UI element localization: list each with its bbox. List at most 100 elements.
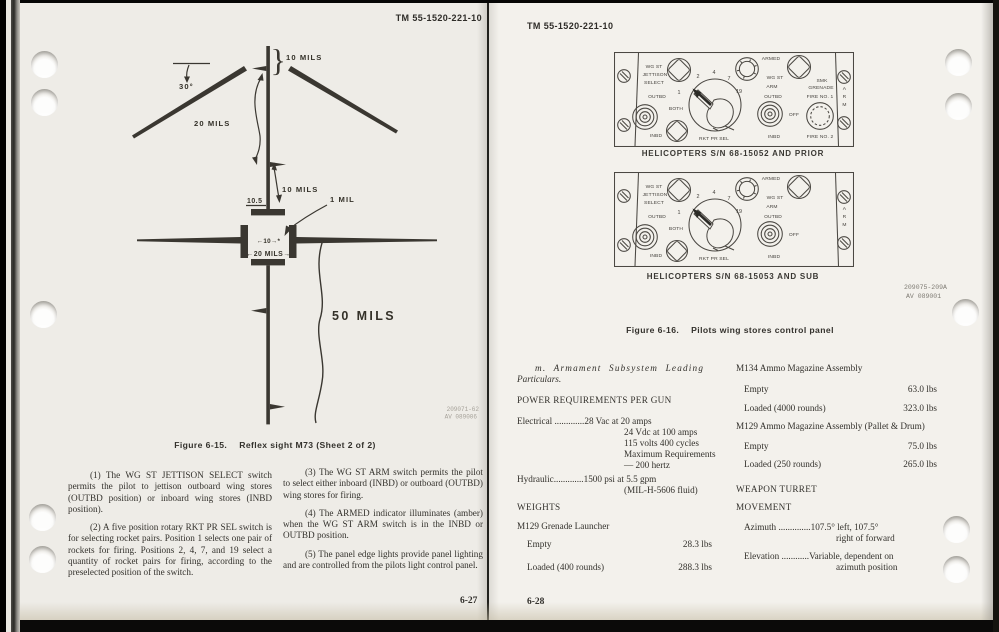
label-rkt-pr-sel: RKT PR SEL [699, 136, 729, 142]
weights-title: WEIGHTS [517, 502, 561, 512]
page-gutter-line [487, 3, 489, 620]
weapon-turret-title: WEAPON TURRET [736, 484, 818, 494]
punch-hole [945, 93, 972, 120]
label-gap-20-mils: ←20 MILS→ [246, 251, 290, 258]
label-30-deg: 30° [179, 82, 194, 91]
label-1-mil: 1 MIL [330, 195, 355, 204]
panel-screw-icon [837, 190, 851, 204]
pointing-hand-icon [692, 88, 735, 131]
azimuth-line-2: right of forward [836, 533, 895, 543]
panel-outline [614, 172, 854, 267]
both-knob-icon [665, 119, 689, 143]
punch-hole [29, 546, 56, 573]
dial-number-2: 2 [697, 194, 700, 200]
label-armed: ARMED [762, 56, 781, 62]
hydraulic-row: Hydraulic.............1500 psi at 5.5 gp… [517, 474, 657, 484]
paragraph-3: (3) The WG ST ARM switch permits the pil… [283, 467, 483, 500]
figure-caption-text: Pilots wing stores control panel [691, 325, 834, 335]
page-number-left: 6-27 [460, 596, 478, 606]
label-armed: ARMED [762, 176, 781, 182]
label-both: BOTH [669, 226, 684, 232]
dial-number-19: 19 [736, 209, 742, 215]
reticle-lower-tick-left [251, 308, 267, 314]
fire-button-icon [806, 102, 834, 130]
label-20-mils: 20 MILS [194, 119, 230, 128]
wing-stores-panel-early: WG ST JETTISON SELECT OUTBD INBD BOTH 1 … [614, 52, 854, 147]
figure-6-15-caption: Figure 6-15.Reflex sight M73 (Sheet 2 of… [80, 440, 470, 450]
row-value: 28.3 lbs [682, 539, 712, 549]
label-fire-no-1: FIRE NO. 1 [807, 94, 834, 100]
power-requirements-title: POWER REQUIREMENTS PER GUN [517, 395, 672, 405]
label-arm-a: A [843, 86, 847, 92]
scan-border-bottom [0, 620, 999, 632]
row-label: Empty [744, 384, 769, 394]
panel1-caption: HELICOPTERS S/N 68-15052 AND PRIOR [641, 149, 825, 158]
electrical-line-4: Maximum Requirements [624, 449, 716, 459]
elevation-line-2: azimuth position [836, 562, 898, 572]
label-10-mils-mid: 10 MILS [282, 185, 318, 194]
label-outbd-right: OUTBD [764, 94, 782, 100]
paragraph-4: (4) The ARMED indicator illuminates (amb… [283, 507, 483, 541]
label-select: SELECT [644, 200, 664, 206]
panel-screw-icon [837, 116, 851, 130]
bottom-scan-shading [20, 602, 993, 620]
m134-heading: M134 Ammo Magazine Assembly [736, 363, 863, 373]
row-value: 323.0 lbs [903, 403, 937, 413]
punch-hole [945, 49, 972, 76]
label-wg-st-arm-1: WG ST [767, 195, 784, 201]
row-label: Loaded (400 rounds) [527, 562, 605, 572]
label-wg-st-arm-2: ARM [766, 84, 777, 90]
tm-header-left: TM 55-1520-221-10 [395, 13, 482, 23]
jettison-select-knob-icon [666, 57, 692, 83]
label-arm-m: M [842, 102, 846, 108]
mils10-mid-arrowhead-bottom [276, 194, 282, 203]
pointing-hand-icon [692, 208, 735, 251]
reticle-left-post [240, 225, 248, 258]
punch-hole [29, 504, 56, 531]
mils10-mid-curve [273, 167, 280, 199]
label-smk: SMK [816, 78, 828, 84]
jettison-toggle-icon [632, 224, 658, 250]
dial-number-4: 4 [713, 190, 716, 196]
body-column-2: (3) The WG ST ARM switch permits the pil… [283, 467, 483, 578]
label-50-mils: 50 MILS [332, 309, 396, 323]
punch-hole [952, 299, 979, 326]
panel-left-flange-line [634, 172, 640, 267]
page-left: TM 55-1520-221-10 } 10 MILS 30° 20 MILS [20, 3, 487, 620]
movement-title: MOVEMENT [736, 502, 792, 512]
mils10-mid-arrowhead-top [271, 162, 277, 171]
figure-drawing-number: 209075-209A [904, 284, 947, 291]
paragraph-1: (1) The WG ST JETTISON SELECT switch per… [68, 470, 272, 514]
figure-drawing-number: 209071-62 [447, 406, 480, 413]
azimuth-row: Azimuth ..............107.5° left, 107.5… [744, 522, 879, 532]
dial-number-19: 19 [736, 89, 742, 95]
row-label: Empty [527, 539, 552, 549]
punch-hole [31, 89, 58, 116]
figure-caption-label: Figure 6-16. [626, 325, 680, 335]
panel-outline [614, 52, 854, 147]
label-arm-m: M [842, 222, 846, 228]
label-both: BOTH [669, 106, 684, 112]
label-arm-r: R [843, 94, 847, 100]
label-inbd-left: INBD [650, 133, 663, 139]
hydraulic-line-2: (MIL-H-5606 fluid) [624, 485, 698, 495]
label-wg-st-arm-2: ARM [766, 204, 777, 210]
wg-st-arm-toggle-icon [757, 221, 783, 247]
panel-screw-icon [837, 236, 851, 250]
scan-border-right [993, 0, 999, 632]
m129-launcher-heading: M129 Grenade Launcher [517, 521, 610, 531]
weight-row: Empty 75.0 lbs [736, 441, 937, 452]
row-value: 75.0 lbs [907, 441, 937, 451]
reticle-right-horizontal-line [296, 237, 437, 244]
both-knob-icon [665, 239, 689, 263]
mils20-arrowhead-bottom [252, 156, 258, 165]
label-10-5: 10.5 [247, 198, 262, 205]
rkt-pr-sel-dial: 1 2 4 7 19 [678, 190, 742, 252]
dial-number-1: 1 [678, 210, 681, 216]
mils20-arrowhead-top [257, 73, 264, 81]
row-label: Loaded (4000 rounds) [744, 403, 826, 413]
weight-row: Empty 28.3 lbs [517, 539, 712, 550]
wing-stores-panel-late: WG ST JETTISON SELECT OUTBD INBD BOTH 1 … [614, 172, 854, 267]
row-value: 265.0 lbs [903, 459, 937, 469]
punch-hole [30, 301, 57, 328]
